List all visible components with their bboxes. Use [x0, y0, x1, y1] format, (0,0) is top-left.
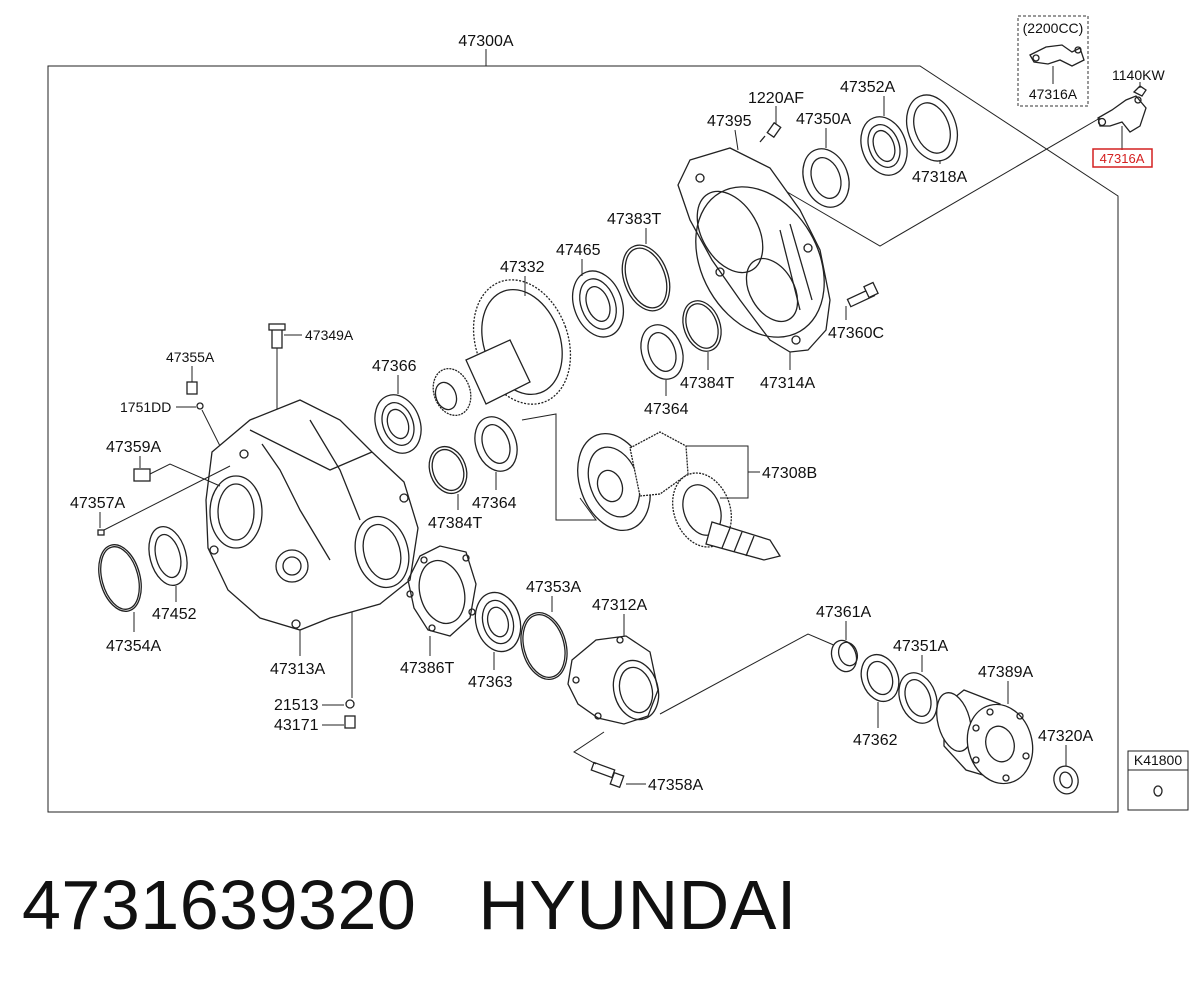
front-case-icon: [205, 399, 419, 631]
gasket-icon: [406, 545, 477, 637]
label-47312A: 47312A: [592, 597, 647, 614]
snap-ring-icon: [428, 445, 468, 495]
plug-icon: [345, 699, 355, 709]
label-47384T-mid: 47384T: [428, 515, 482, 532]
label-47318A: 47318A: [912, 169, 967, 186]
label-47359A: 47359A: [106, 439, 161, 456]
label-47352A: 47352A: [840, 79, 895, 96]
assembly-frame: [47, 65, 1119, 813]
bearing-icon: [860, 653, 900, 703]
label-47364-top: 47364: [644, 401, 689, 418]
brand-name: HYUNDAI: [478, 866, 797, 944]
bolt-icon: [590, 761, 625, 789]
bearing-icon: [374, 394, 422, 454]
label-21513: 21513: [274, 697, 319, 714]
extension-housing-icon: [567, 635, 660, 725]
pin-icon: [97, 529, 105, 536]
snap-ring-icon: [621, 244, 671, 312]
label-47313A: 47313A: [270, 661, 325, 678]
output-shaft-icon: [577, 431, 782, 561]
corner-ref-box: [1127, 750, 1189, 811]
seal-icon: [830, 639, 859, 673]
plug-icon: [186, 381, 198, 395]
label-47452: 47452: [152, 606, 197, 623]
bracket-icon: [1029, 44, 1085, 67]
corner-ref-label: K41800: [1134, 752, 1182, 768]
label-47360C: 47360C: [828, 325, 884, 342]
rear-cover-icon: [677, 147, 831, 353]
label-47351A: 47351A: [893, 638, 948, 655]
label-47349A: 47349A: [305, 327, 354, 343]
washer-icon: [1153, 785, 1163, 797]
label-47308B: 47308B: [762, 465, 817, 482]
seal-icon: [898, 672, 938, 724]
bolt-icon: [759, 121, 782, 143]
label-47320A: 47320A: [1038, 728, 1093, 745]
label-1220AF: 1220AF: [748, 90, 804, 107]
label-47358A: 47358A: [648, 777, 703, 794]
bearing-icon: [860, 116, 908, 176]
label-47363: 47363: [468, 674, 513, 691]
label-47354A: 47354A: [106, 638, 161, 655]
label-47314A: 47314A: [760, 375, 815, 392]
part-number: 4731639320: [22, 866, 417, 944]
nut-icon: [1053, 765, 1079, 795]
seal-icon: [802, 148, 850, 208]
label-1140KW: 1140KW: [1112, 67, 1165, 83]
highlight-box: [1092, 148, 1153, 168]
bearing-icon: [640, 324, 684, 380]
label-47332: 47332: [500, 259, 545, 276]
highlighted-part-label: 47316A: [1100, 151, 1145, 166]
seal-icon: [905, 94, 959, 162]
label-43171: 43171: [274, 717, 319, 734]
assembly-label: 47300A: [458, 33, 513, 50]
label-47364-mid: 47364: [472, 495, 517, 512]
gear-icon: [432, 279, 572, 417]
label-47362: 47362: [853, 732, 898, 749]
label-47384T-top: 47384T: [680, 375, 734, 392]
label-47366: 47366: [372, 358, 417, 375]
companion-flange-icon: [936, 689, 1034, 785]
o-ring-icon: [98, 544, 142, 612]
label-47386T: 47386T: [400, 660, 454, 677]
variant-part-label: 47316A: [1029, 86, 1078, 102]
label-47357A: 47357A: [70, 495, 125, 512]
washer-icon: [196, 402, 204, 410]
label-1751DD: 1751DD: [120, 399, 171, 415]
label-47350A: 47350A: [796, 111, 851, 128]
caption: 4731639320 HYUNDAI: [22, 860, 1172, 950]
seal-icon: [148, 526, 188, 586]
mount-bracket-icon: [1097, 85, 1147, 133]
label-47353A: 47353A: [526, 579, 581, 596]
bolt-icon: [846, 281, 879, 308]
variant-label: (2200CC): [1023, 20, 1084, 36]
snap-ring-icon: [682, 300, 722, 352]
label-47465: 47465: [556, 242, 601, 259]
pin-icon: [133, 468, 151, 482]
bearing-icon: [474, 591, 522, 653]
variant-box: [1017, 15, 1089, 107]
bearing-icon: [474, 416, 518, 472]
bearing-icon: [571, 270, 625, 338]
label-47395: 47395: [707, 113, 752, 130]
o-ring-icon: [520, 612, 568, 680]
label-47355A: 47355A: [166, 349, 215, 365]
label-47383T: 47383T: [607, 211, 661, 228]
label-47389A: 47389A: [978, 664, 1033, 681]
breather-icon: [268, 323, 286, 349]
plug-icon: [344, 715, 356, 729]
label-47361A: 47361A: [816, 604, 871, 621]
